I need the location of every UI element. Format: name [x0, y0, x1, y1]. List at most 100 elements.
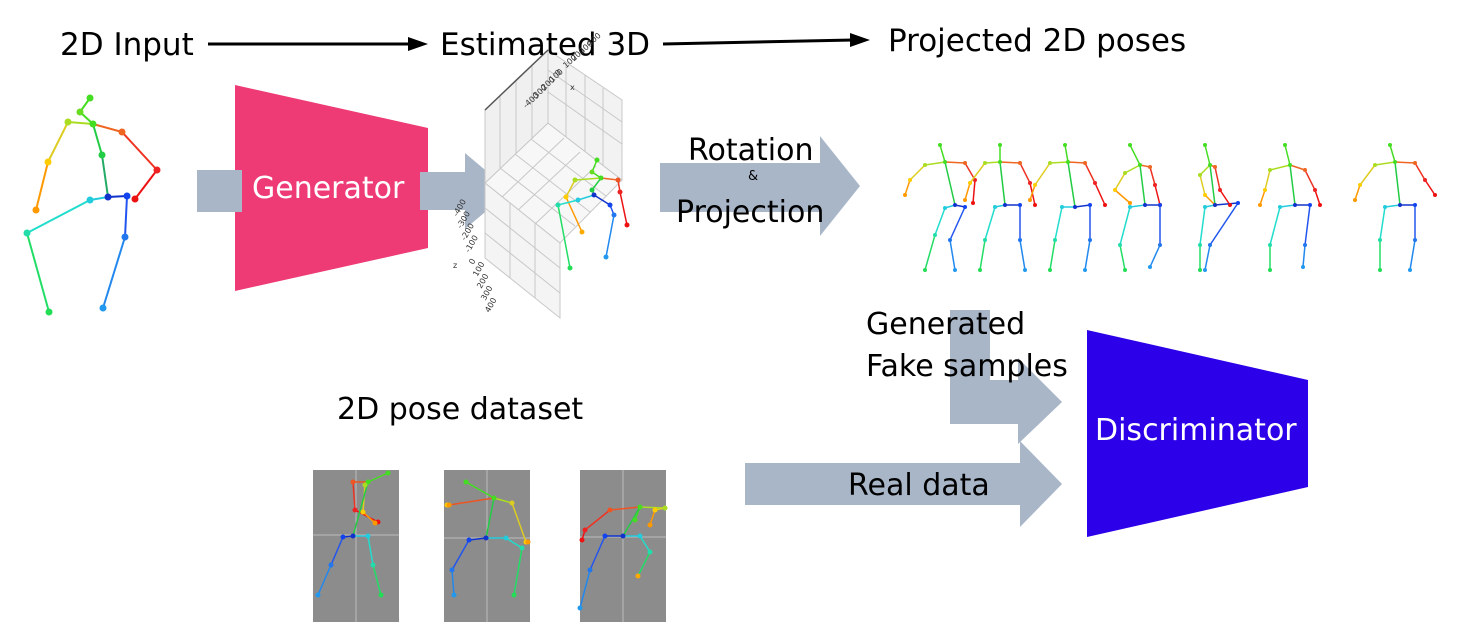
- joint: [1398, 203, 1402, 207]
- bone: [317, 564, 332, 596]
- joint: [1128, 201, 1132, 205]
- bone: [485, 497, 495, 539]
- bone: [609, 506, 641, 511]
- joint: [64, 118, 72, 126]
- rotation-label: Rotation: [688, 133, 814, 168]
- joint: [1028, 198, 1032, 202]
- bone: [1302, 244, 1306, 268]
- joint: [953, 268, 957, 272]
- bone: [964, 182, 971, 201]
- joint: [118, 128, 126, 136]
- axis-x-label: x: [570, 83, 575, 92]
- joint: [1383, 205, 1387, 209]
- joint: [603, 254, 609, 260]
- bone: [1019, 239, 1026, 271]
- bone: [639, 535, 651, 553]
- bone: [1269, 164, 1291, 171]
- bone: [1204, 244, 1211, 271]
- bone: [1067, 161, 1076, 208]
- joint: [579, 229, 585, 235]
- projected-skeleton-4: [1113, 143, 1162, 272]
- joint: [607, 202, 613, 208]
- dataset-skeleton-3: [577, 504, 668, 611]
- joint: [1003, 203, 1007, 207]
- joint: [365, 533, 371, 539]
- flow-arrow-real-data: [745, 441, 1062, 527]
- joint: [923, 163, 927, 167]
- generator-label: Generator: [252, 171, 405, 206]
- dataset-skeleton-1: [315, 470, 391, 598]
- joint: [1018, 161, 1022, 165]
- joint: [1148, 265, 1152, 269]
- joint: [131, 195, 139, 203]
- joint: [1128, 143, 1132, 147]
- joint: [483, 535, 489, 541]
- joint: [591, 192, 597, 198]
- bone: [121, 131, 158, 171]
- joint: [1128, 205, 1132, 209]
- joint: [153, 166, 161, 174]
- joint: [121, 233, 129, 241]
- bone: [589, 535, 606, 571]
- joint: [1313, 188, 1317, 192]
- joint: [963, 205, 967, 209]
- bone: [513, 547, 523, 596]
- joint: [943, 206, 947, 210]
- joint: [86, 196, 94, 204]
- bone: [1279, 204, 1296, 208]
- bone: [352, 481, 369, 537]
- bone: [352, 481, 356, 511]
- bone: [637, 551, 651, 577]
- bone: [579, 569, 591, 609]
- joint: [1028, 181, 1032, 185]
- joint: [993, 205, 997, 209]
- joint: [1433, 193, 1437, 197]
- joint: [1063, 143, 1067, 147]
- bone: [584, 509, 611, 531]
- joint: [978, 268, 982, 272]
- joint: [370, 562, 376, 568]
- bone: [1199, 164, 1211, 176]
- joint: [104, 193, 112, 201]
- joint: [378, 592, 384, 598]
- bone: [1094, 182, 1106, 206]
- bone: [102, 236, 126, 309]
- joint: [1023, 268, 1027, 272]
- bone: [909, 164, 926, 181]
- joint: [1198, 173, 1202, 177]
- joint: [446, 502, 452, 508]
- bone: [134, 169, 158, 200]
- dataset-title: 2D pose dataset: [337, 392, 584, 427]
- joint: [563, 194, 569, 200]
- bone: [1424, 179, 1436, 196]
- bone: [1214, 166, 1221, 191]
- joint: [1158, 203, 1162, 207]
- estimated-3d-plot: [484, 48, 623, 320]
- bone: [47, 121, 69, 163]
- joint: [1066, 160, 1070, 164]
- bone: [92, 123, 103, 156]
- bone: [1209, 164, 1216, 206]
- bone: [1359, 164, 1376, 186]
- bone: [1379, 206, 1386, 241]
- joint: [908, 178, 912, 182]
- dataset-skeleton-2: [444, 479, 531, 598]
- joint: [1033, 203, 1037, 207]
- flow-arrow-fake-samples: [950, 310, 1062, 444]
- joint: [350, 479, 356, 485]
- bone: [904, 179, 911, 196]
- bone: [949, 239, 956, 271]
- bone: [1139, 164, 1146, 206]
- joint: [1258, 203, 1262, 207]
- joint: [1283, 143, 1287, 147]
- joint: [589, 187, 595, 193]
- projected-skeleton-3: [1028, 143, 1107, 272]
- estimated-3d-skeleton: [555, 157, 630, 271]
- joint: [1378, 268, 1382, 272]
- joint: [1088, 238, 1092, 242]
- joint: [1218, 188, 1222, 192]
- joint: [1208, 163, 1212, 167]
- joint: [360, 509, 366, 515]
